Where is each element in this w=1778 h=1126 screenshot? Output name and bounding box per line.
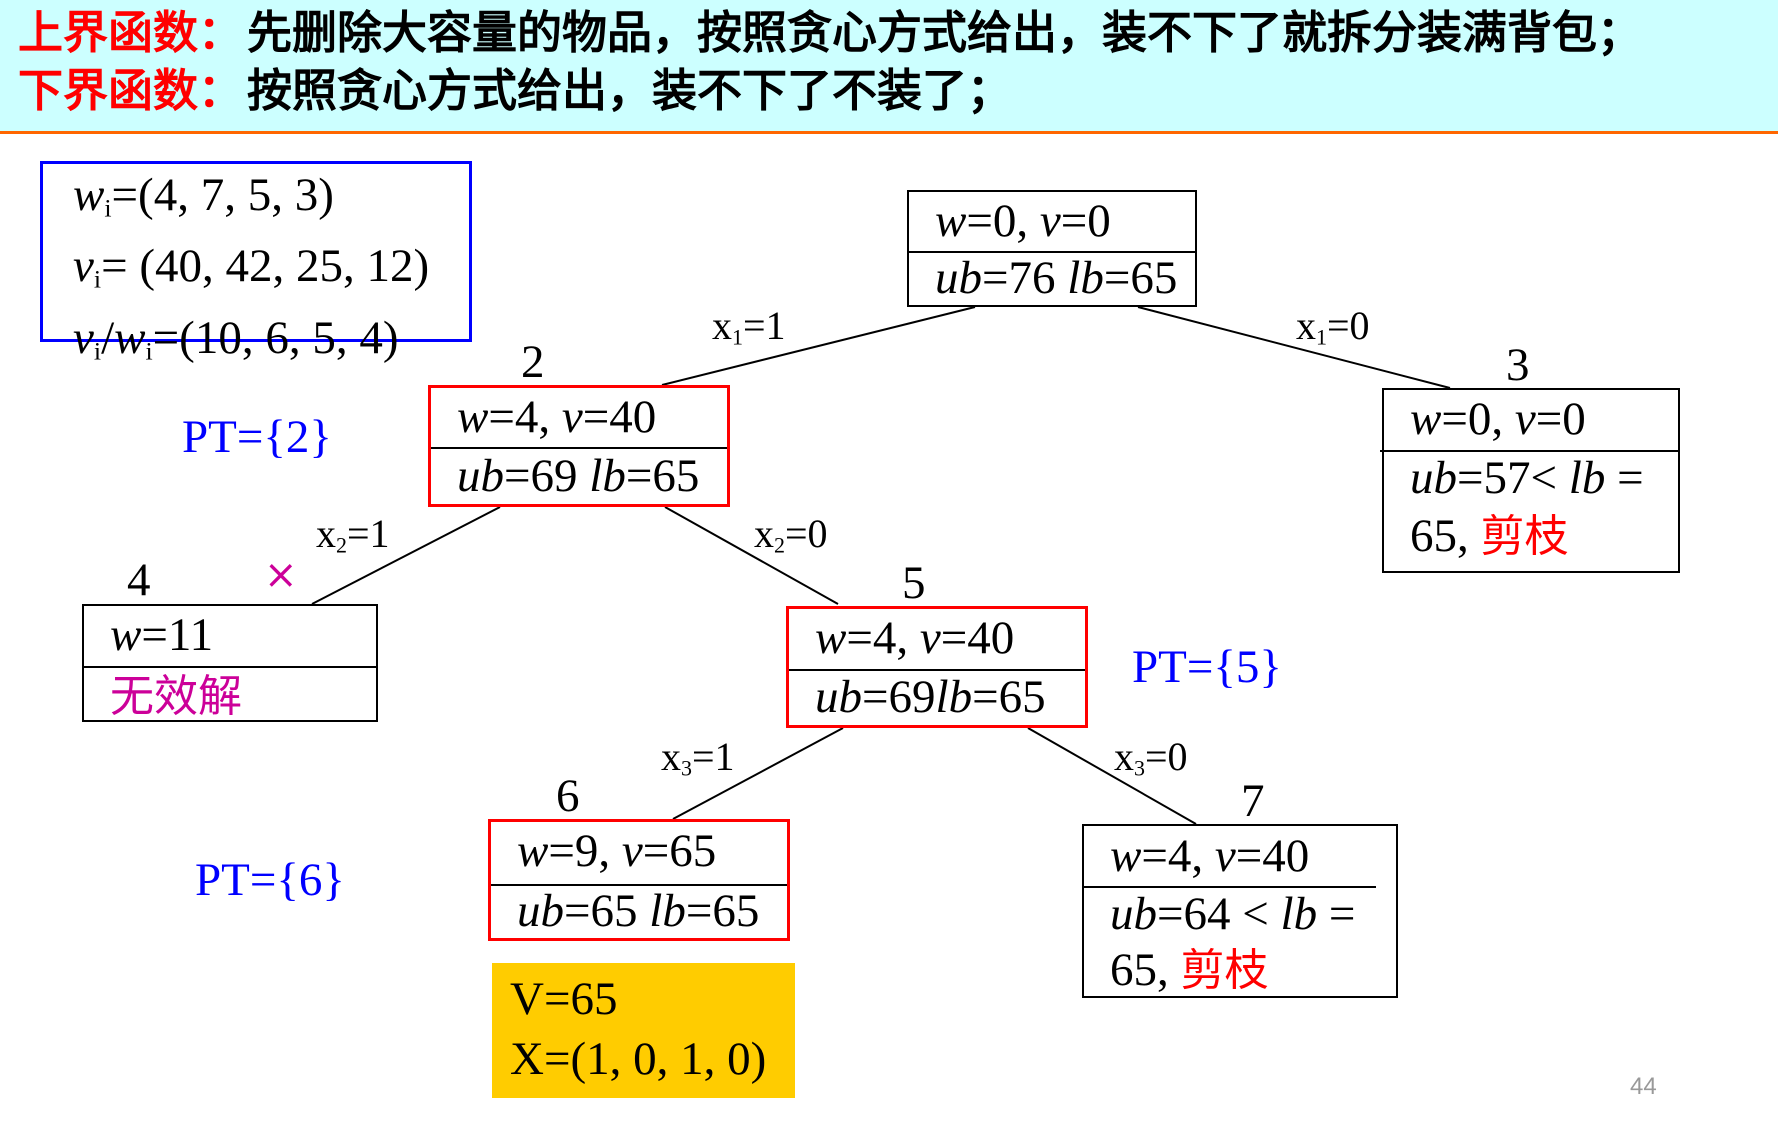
values-line: vi= (40, 42, 25, 12) [73,237,469,308]
tree-node-4: w=11 无效解 [82,604,378,722]
edge-root-2 [661,306,976,386]
node-root-bounds: ub=76 lb=65 [935,252,1178,304]
ratio-v-symbol: v [73,311,94,364]
tree-node-5: w=4, v=40 ub=69lb=65 [786,606,1088,728]
lower-bound-label: 下界函数 [18,64,199,117]
node-label-5: 5 [902,557,926,609]
node-5-bounds: ub=69lb=65 [815,671,1046,723]
weights-value: =(4, 7, 5, 3) [111,169,334,221]
node-3-pruned: 65, 剪枝 [1410,510,1569,562]
invalid-solution-label: 无效解 [110,671,242,722]
node-4-invalid: 无效解 [84,668,376,725]
edge-2-4 [311,506,501,605]
node-3-cut-label: 剪枝 [1480,511,1569,562]
header-banner: 上界函数：先删除大容量的物品，按照贪心方式给出，装不下了就拆分装满背包； 下界函… [0,0,1778,134]
ratio-value: =(10, 6, 5, 4) [152,311,399,364]
node-7-pruned: 65, 剪枝 [1110,944,1269,996]
node-root-wv: w=0, v=0 [935,195,1111,247]
optimal-value: V=65 [510,973,618,1025]
upper-colon: ： [198,6,244,59]
node-4-w: w=11 [110,609,214,661]
edge-label-x1-0: x1=0 [1296,303,1370,350]
invalid-cross-mark: × [264,552,298,598]
ratio-v-subscript: i [93,336,102,366]
edge-5-7 [1027,727,1197,825]
w-subscript: i [104,193,112,223]
tree-node-7: w=4, v=40 ub=64 < lb = 65, 剪枝 [1082,824,1398,998]
edge-label-x2-1: x2=1 [316,511,390,558]
node-label-2: 2 [521,336,545,388]
edge-label-x1-1: x1=1 [712,303,786,350]
node-label-6: 6 [556,770,580,822]
upper-bound-label: 上界函数 [18,6,199,59]
lower-bound-text: 按照贪心方式给出，装不下了不装了； [247,64,1013,117]
v-subscript: i [93,264,102,294]
parameters-box: wi=(4, 7, 5, 3) vi= (40, 42, 25, 12) vi/… [40,161,472,365]
node-5-wv: w=4, v=40 [815,612,1015,664]
node-7-wv: w=4, v=40 [1110,830,1310,882]
upper-bound-line: 上界函数：先删除大容量的物品，按照贪心方式给出，装不下了就拆分装满背包； [18,4,1778,62]
node-3-bounds: ub=57< lb = [1410,452,1644,504]
ratio-w-symbol: w [114,311,146,364]
tree-node-2: w=4, v=40 ub=69 lb=65 [428,385,730,507]
ratio-line: vi/wi=(10, 6, 5, 4) [73,309,469,380]
v-symbol: v [73,240,94,293]
tree-node-3: w=0, v=0 ub=57< lb = 65, 剪枝 [1380,388,1680,573]
edge-5-6 [672,727,844,820]
lower-colon: ： [198,64,244,117]
lower-bound-line: 下界函数：按照贪心方式给出，装不下了不装了； [18,62,1778,120]
edge-label-x3-0: x3=0 [1114,734,1188,781]
node-label-7: 7 [1241,775,1265,827]
node-6-bounds: ub=65 lb=65 [517,885,760,937]
tree-node-6: w=9, v=65 ub=65 lb=65 [488,819,790,941]
node-label-3: 3 [1506,339,1530,391]
pt-set-2: PT={2} [182,411,332,463]
upper-bound-text: 先删除大容量的物品，按照贪心方式给出，装不下了就拆分装满背包； [247,6,1643,59]
values-value: = (40, 42, 25, 12) [101,240,430,293]
page-number: 44 [1630,1073,1657,1100]
node-6-wv: w=9, v=65 [517,825,717,877]
weights-line: wi=(4, 7, 5, 3) [73,166,469,237]
edge-root-3 [1137,306,1451,389]
node-7-cut-label: 剪枝 [1180,945,1269,996]
ratio-slash: / [101,311,115,364]
node-2-wv: w=4, v=40 [457,391,657,443]
optimal-result-box: V=65 X=(1, 0, 1, 0) [492,963,795,1098]
tree-node-root: w=0, v=0 ub=76 lb=65 [907,190,1197,307]
node-7-bounds: ub=64 < lb = [1110,888,1356,940]
node-2-bounds: ub=69 lb=65 [457,450,700,502]
edge-label-x3-1: x3=1 [661,734,735,781]
optimal-vector: X=(1, 0, 1, 0) [510,1033,767,1085]
edge-2-5 [664,506,839,605]
node-label-4: 4 [127,554,151,606]
node-3-wv: w=0, v=0 [1410,393,1586,445]
pt-set-6: PT={6} [195,854,345,906]
ratio-w-subscript: i [145,336,153,366]
w-symbol: w [73,169,105,221]
pt-set-5: PT={5} [1132,641,1282,693]
edge-label-x2-0: x2=0 [754,511,828,558]
